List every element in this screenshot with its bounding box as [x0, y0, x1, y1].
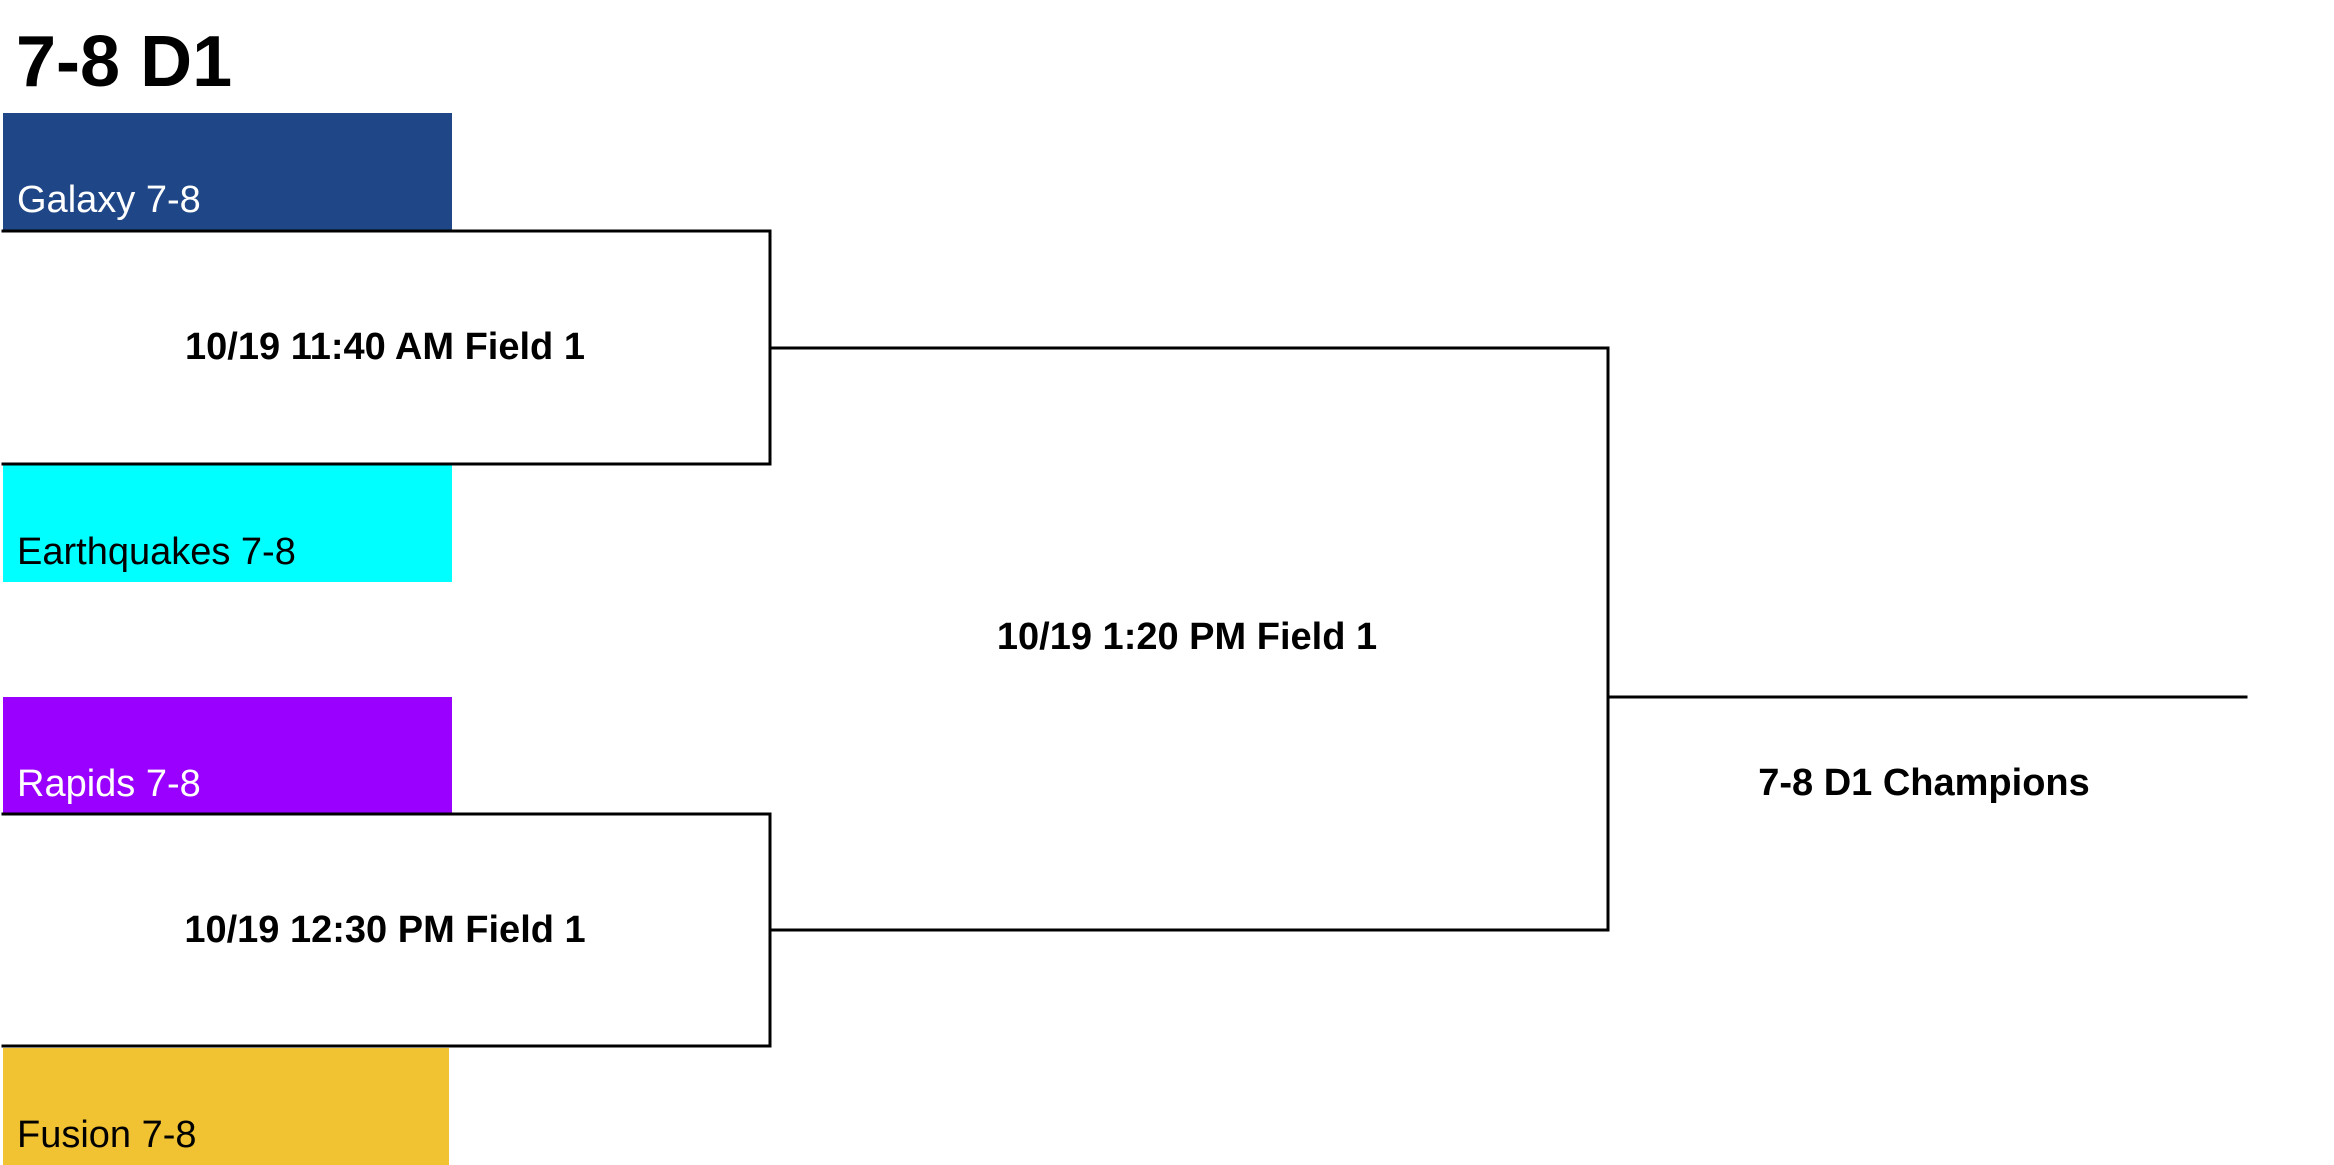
team-slot-galaxy: Galaxy 7-8 [3, 113, 452, 230]
semifinal-2-label: 10/19 12:30 PM Field 1 [184, 909, 586, 951]
team-slot-fusion: Fusion 7-8 [3, 1048, 449, 1165]
final-game-label: 10/19 1:20 PM Field 1 [996, 616, 1378, 658]
team-name: Earthquakes 7-8 [17, 531, 296, 573]
bracket-title: 7-8 D1 [16, 22, 233, 102]
team-name: Fusion 7-8 [17, 1114, 197, 1156]
team-name: Galaxy 7-8 [17, 179, 201, 221]
final-bracket-line [768, 346, 1610, 932]
team-slot-rapids: Rapids 7-8 [3, 697, 452, 814]
team-slot-earthquakes: Earthquakes 7-8 [3, 465, 452, 582]
semifinal-1-label: 10/19 11:40 AM Field 1 [185, 326, 585, 368]
champion-label: 7-8 D1 Champions [1758, 762, 2090, 804]
team-name: Rapids 7-8 [17, 763, 201, 805]
